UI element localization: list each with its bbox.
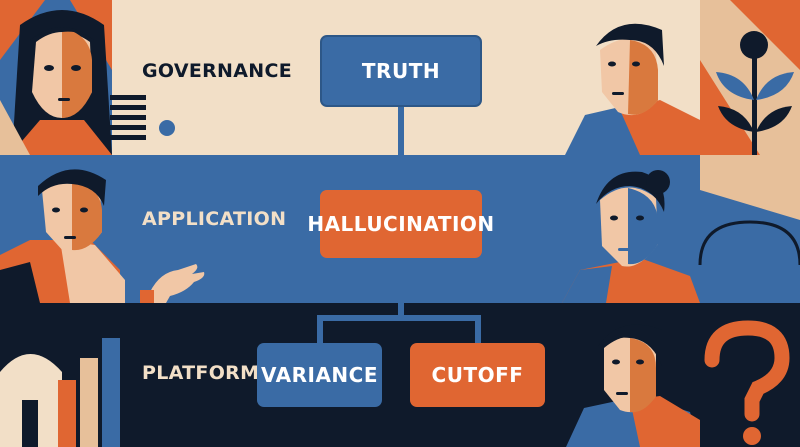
man-portrait-middle-left [0, 169, 205, 303]
arch-shape [698, 155, 800, 303]
node-cutoff: CUTOFF [410, 343, 545, 407]
man-portrait-top-right [565, 23, 700, 155]
node-variance: VARIANCE [257, 343, 382, 407]
connectors-lower [317, 258, 481, 343]
node-truth: TRUTH [320, 35, 482, 107]
list-lines-icon [110, 95, 175, 140]
question-mark-icon [704, 320, 790, 445]
node-hallucination: HALLUCINATION [307, 190, 494, 258]
man-portrait-bottom-right [566, 324, 700, 447]
bar-chart-icon [58, 338, 120, 447]
layer-label-governance: GOVERNANCE [142, 60, 292, 82]
house-shape [0, 354, 62, 447]
woman-portrait-top-left [0, 0, 112, 155]
woman-portrait-middle-right [562, 170, 700, 303]
layer-label-platform: PLATFORM [142, 362, 260, 384]
layer-label-application: APPLICATION [142, 208, 287, 230]
plant-icon [700, 0, 800, 155]
